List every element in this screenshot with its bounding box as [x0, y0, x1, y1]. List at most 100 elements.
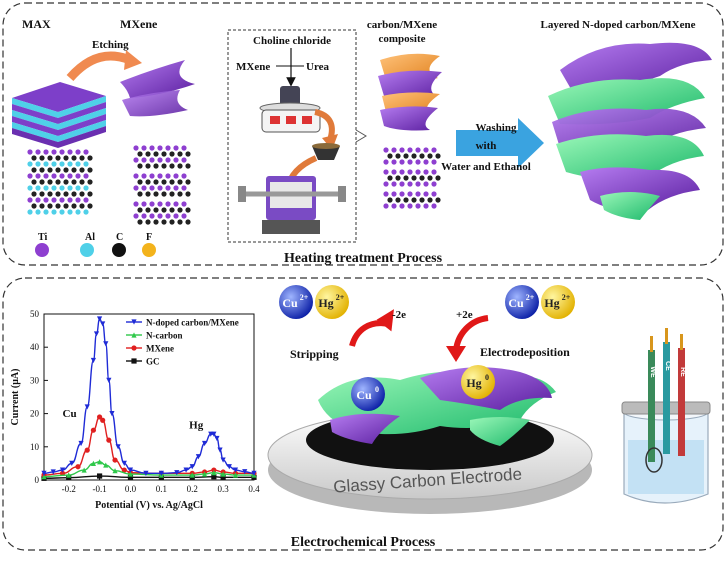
max-label: MAX [22, 17, 51, 31]
lattice-atom [173, 201, 179, 207]
lattice-atom [181, 185, 187, 191]
washing-text-2: with [476, 140, 497, 152]
data-point [93, 331, 100, 337]
lattice-atom [75, 209, 81, 215]
data-point [131, 345, 137, 351]
lattice-atom [137, 179, 143, 185]
washing-text-3: Water and Ethanol [441, 161, 531, 173]
lattice-atom [165, 201, 171, 207]
lattice-atom [35, 197, 41, 203]
lattice-atom [157, 213, 163, 219]
lattice-atom [43, 197, 49, 203]
lattice-atom [419, 175, 425, 181]
lattice-atom [63, 203, 69, 209]
data-point [90, 357, 97, 364]
lattice-atom [47, 167, 53, 173]
plot-frame [43, 313, 255, 481]
lattice-atom [145, 191, 151, 197]
lattice-atom [51, 149, 57, 155]
lattice-atom [145, 163, 151, 169]
annotation-cu: Cu [63, 408, 77, 420]
lattice-atom [63, 167, 69, 173]
data-point [189, 472, 195, 478]
lattice-atom [55, 179, 61, 185]
cu0-label: Cu [356, 388, 372, 402]
composite-flakes [378, 53, 442, 131]
x-tick-label: 0.2 [187, 484, 198, 494]
lattice-atom [415, 169, 421, 175]
lattice-atom [145, 219, 151, 225]
lattice-atom [149, 201, 155, 207]
lattice-atom [169, 191, 175, 197]
legend-label: N-doped carbon/MXene [146, 318, 239, 328]
data-point [75, 464, 81, 470]
lattice-atom [165, 185, 171, 191]
data-point [121, 467, 127, 473]
cu2-ion-right: Cu 2+ [505, 285, 539, 319]
stripping-arrow [349, 320, 389, 347]
lattice-atom [383, 203, 389, 209]
lattice-atom [59, 197, 65, 203]
lattice-atom [145, 179, 151, 185]
lattice-atom [403, 197, 409, 203]
lattice-atom [71, 155, 77, 161]
lattice-atom [185, 151, 191, 157]
y-tick-label: 10 [30, 442, 40, 452]
lattice-atom [173, 145, 179, 151]
lattice-atom [177, 163, 183, 169]
hg0-sup: 0 [485, 373, 489, 382]
bottom-panel-title: Electrochemical Process [291, 535, 436, 550]
data-point [232, 467, 239, 473]
plus2e-label: +2e [456, 309, 473, 321]
lattice-atom [59, 209, 65, 215]
lattice-atom [399, 181, 405, 187]
lattice-atom [31, 167, 37, 173]
lattice-atom [153, 219, 159, 225]
data-point [131, 332, 137, 338]
mxene-flakes [120, 60, 195, 117]
legend-f-dot [142, 243, 156, 257]
lattice-atom [47, 179, 53, 185]
lattice-atom [43, 161, 49, 167]
lattice-atom [153, 179, 159, 185]
lattice-atom [431, 203, 437, 209]
annotation-hg: Hg [189, 420, 204, 432]
cu2-right-sup: 2+ [526, 293, 535, 302]
data-point [220, 471, 226, 477]
lattice-atom [173, 185, 179, 191]
data-point [174, 470, 180, 476]
data-point [103, 462, 109, 468]
lattice-atom [141, 185, 147, 191]
mxene-label: MXene [120, 17, 158, 31]
lattice-atom [157, 173, 163, 179]
lattice-atom [157, 201, 163, 207]
lattice-atom [169, 179, 175, 185]
data-point [127, 471, 134, 477]
hg0-atom: Hg 0 [461, 365, 495, 399]
data-point [220, 457, 226, 463]
lattice-atom [185, 191, 191, 197]
lattice-atom [423, 203, 429, 209]
lattice-atom [137, 219, 143, 225]
lattice-atom [67, 197, 73, 203]
lattice-atom [423, 147, 429, 153]
data-point [96, 473, 103, 479]
data-point [66, 475, 72, 481]
lattice-atom [87, 179, 93, 185]
lattice-atom [27, 185, 33, 191]
lattice-atom [43, 185, 49, 191]
lattice-atom [63, 179, 69, 185]
lattice-atom [185, 163, 191, 169]
lattice-atom [383, 181, 389, 187]
x-tick-label: -0.2 [62, 484, 76, 494]
data-point [59, 467, 66, 473]
lattice-atom [35, 185, 41, 191]
lattice-atom [153, 163, 159, 169]
lattice-atom [27, 149, 33, 155]
lattice-atom [383, 147, 389, 153]
lattice-atom [137, 191, 143, 197]
lattice-atom [395, 175, 401, 181]
lattice-atom [27, 173, 33, 179]
layered-n-doped-carbon-mxene [548, 42, 712, 220]
